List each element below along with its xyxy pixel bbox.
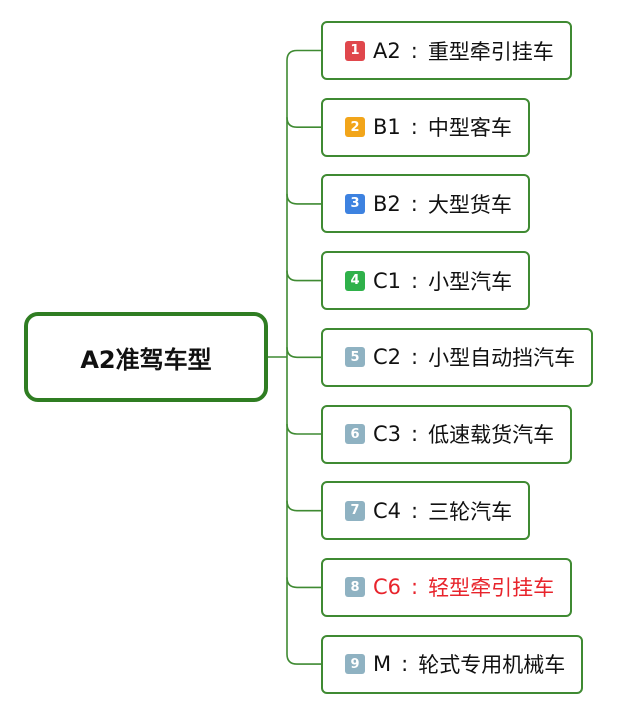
license-code: M xyxy=(373,652,392,677)
child-node: 7 C4: 三轮汽车 xyxy=(321,481,531,541)
branch-connector xyxy=(286,270,321,282)
separator: : xyxy=(410,38,418,63)
vehicle-type: 轮式专用机械车 xyxy=(418,653,566,678)
child-node: 3 B2: 大型货车 xyxy=(321,174,530,234)
separator: : xyxy=(401,652,409,677)
number-badge: 9 xyxy=(345,654,365,675)
license-code: A2 xyxy=(373,38,401,63)
license-code: B1 xyxy=(373,115,401,140)
number-badge: 2 xyxy=(345,117,365,138)
child-node: 2 B1: 中型客车 xyxy=(321,97,530,157)
number-badge: 3 xyxy=(345,193,365,214)
vehicle-type: 小型自动挡汽车 xyxy=(428,346,576,371)
separator: : xyxy=(411,268,419,293)
license-code: C3 xyxy=(373,422,402,446)
child-node: 6 C3: 低速载货汽车 xyxy=(321,404,573,464)
branch-connector xyxy=(286,347,321,359)
trunk-connector xyxy=(286,49,321,665)
license-code: C1 xyxy=(373,268,402,293)
license-code: C4 xyxy=(373,498,402,523)
root-label: A2准驾车型 xyxy=(80,345,212,374)
branch-connector xyxy=(286,500,321,512)
number-badge: 5 xyxy=(345,347,365,368)
root-node: A2准驾车型 xyxy=(24,312,268,402)
vehicle-type: 三轮汽车 xyxy=(428,499,513,524)
vehicle-type: 低速载货汽车 xyxy=(428,423,555,447)
child-node: 8 C6: 轻型牵引挂车 xyxy=(321,557,573,617)
license-code: B2 xyxy=(373,191,401,216)
separator: : xyxy=(410,191,418,216)
separator: : xyxy=(411,498,419,523)
separator: : xyxy=(411,575,419,600)
separator: : xyxy=(411,422,419,446)
separator: : xyxy=(411,345,419,370)
branch-connector xyxy=(286,117,321,128)
vehicle-type: 轻型牵引挂车 xyxy=(428,576,555,601)
child-node: 5 C2: 小型自动挡汽车 xyxy=(321,327,594,387)
number-badge: 8 xyxy=(345,577,365,598)
branch-connector xyxy=(286,577,321,589)
vehicle-type: 大型货车 xyxy=(427,192,512,217)
number-badge: 7 xyxy=(345,500,365,521)
license-code: C2 xyxy=(373,345,402,370)
branch-connector xyxy=(286,423,321,435)
license-code: C6 xyxy=(373,575,402,600)
vehicle-type: 小型汽车 xyxy=(428,269,513,294)
number-badge: 6 xyxy=(345,424,365,444)
number-badge: 4 xyxy=(345,270,365,291)
child-node: 1 A2: 重型牵引挂车 xyxy=(321,21,572,80)
child-node: 4 C1: 小型汽车 xyxy=(321,251,531,311)
vehicle-type: 中型客车 xyxy=(427,116,512,141)
number-badge: 1 xyxy=(345,40,365,61)
separator: : xyxy=(410,115,418,140)
branch-connector xyxy=(286,193,321,205)
vehicle-type: 重型牵引挂车 xyxy=(427,39,554,64)
